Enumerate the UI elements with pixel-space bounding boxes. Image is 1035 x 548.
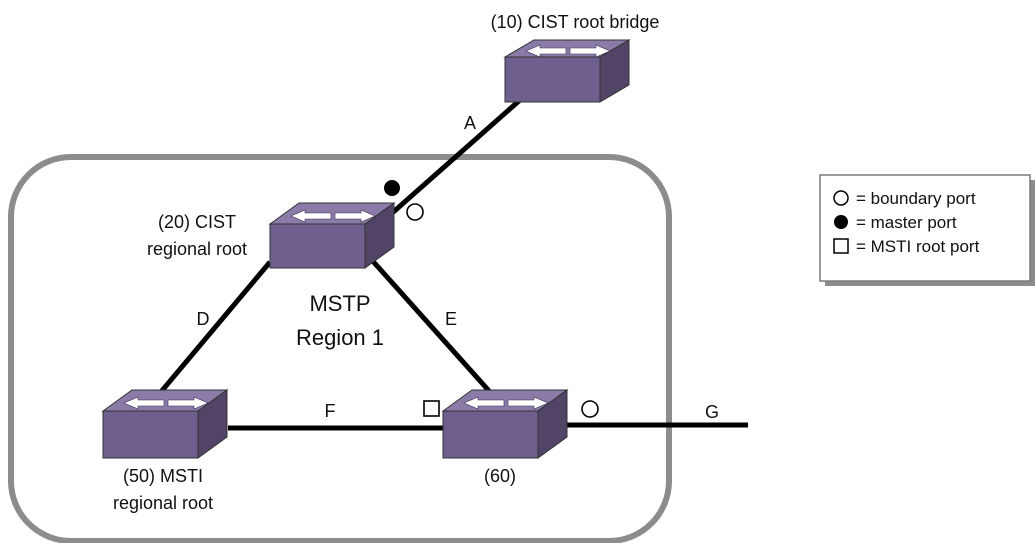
link-e-label: E [445, 309, 457, 329]
switch-msti-regional-root [101, 389, 229, 459]
msti-regional-root-label-1: (50) MSTI [123, 466, 203, 486]
switch-arrows-icon [123, 396, 209, 410]
msti-regional-root-label-2: regional root [113, 493, 213, 513]
msti-root-port-marker [423, 400, 440, 417]
switch-arrows-icon [463, 396, 549, 410]
link-d-label: D [197, 309, 210, 329]
bridge-60-label: (60) [484, 466, 516, 486]
link-d [158, 260, 272, 395]
legend-msti-root-label: = MSTI root port [856, 237, 980, 256]
boundary-port-marker [406, 203, 424, 221]
link-f-label: F [325, 401, 336, 421]
switch-arrows-icon [525, 44, 611, 58]
mstp-region-boundary [8, 154, 672, 544]
cist-regional-root-label-2: regional root [147, 239, 247, 259]
legend-boundary-label: = boundary port [856, 189, 976, 208]
switch-side [599, 39, 630, 103]
switch-60 [441, 389, 569, 459]
link-g-label: G [705, 402, 719, 422]
switch-cist-regional-root [268, 202, 396, 269]
cist-regional-root-label-1: (20) CIST [158, 212, 236, 232]
boundary-port-legend-icon [833, 190, 849, 206]
region-title-line1: MSTP [309, 291, 370, 316]
switch-side [364, 202, 395, 269]
master-port-legend-icon [834, 215, 848, 229]
link-e [368, 256, 492, 394]
links [158, 98, 748, 431]
switch-front [442, 410, 539, 459]
boundary-port-marker [581, 400, 599, 418]
switch-side [197, 389, 228, 459]
switch-front [102, 410, 199, 459]
region-title-line2: Region 1 [296, 325, 384, 350]
legend-box [819, 174, 1031, 282]
switch-cist-root-bridge [503, 39, 631, 103]
switch-side [537, 389, 568, 459]
msti-root-port-legend-icon [833, 238, 849, 254]
switch-front [269, 223, 366, 269]
legend: = boundary port = master port = MSTI roo… [819, 174, 1035, 286]
legend-master-label: = master port [856, 213, 957, 232]
link-a-label: A [464, 113, 476, 133]
switch-front [504, 56, 601, 103]
root-bridge-label: (10) CIST root bridge [491, 12, 660, 32]
link-a [380, 98, 522, 224]
master-port-marker [384, 180, 400, 196]
switch-arrows-icon [290, 209, 376, 223]
